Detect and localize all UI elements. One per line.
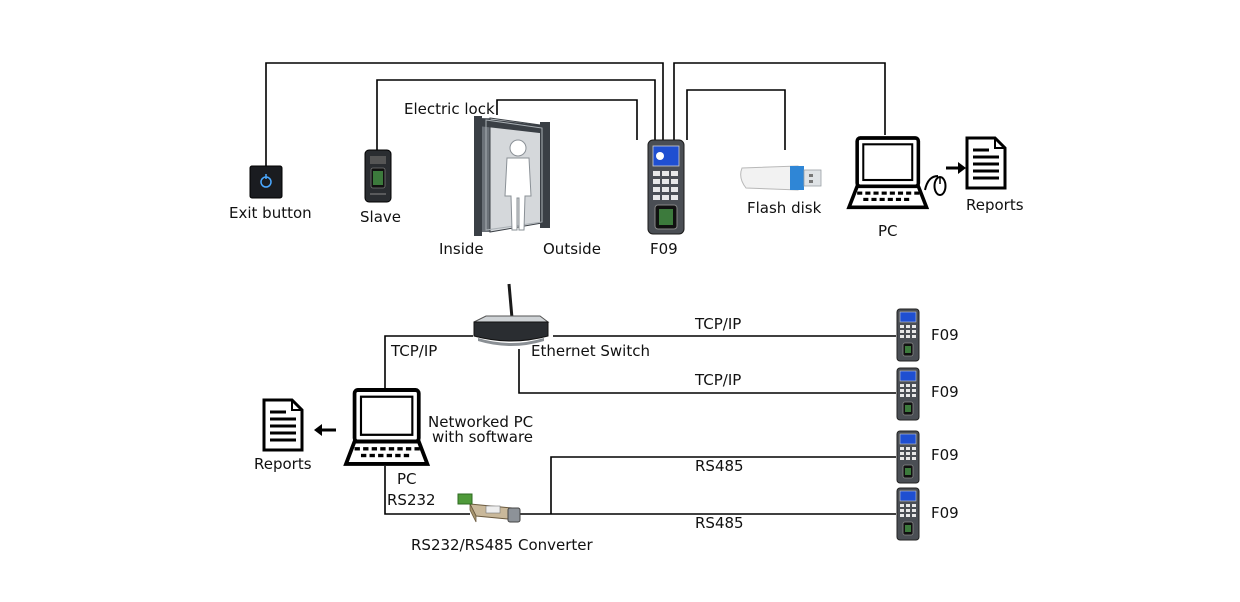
f09-label-4: F09 <box>931 504 959 522</box>
pc-icon <box>344 388 430 466</box>
rs232-label: RS232 <box>387 491 436 509</box>
router-icon <box>473 283 550 346</box>
tcpip-label-1: TCP/IP <box>694 315 741 333</box>
f09-label-1: F09 <box>931 326 959 344</box>
converter-label: RS232/RS485 Converter <box>411 536 594 554</box>
pc-icon <box>847 136 929 210</box>
bottom-wiring <box>384 335 896 515</box>
reports-top-label: Reports <box>966 196 1024 214</box>
f09-terminal-icon <box>896 430 920 484</box>
mouse-icon <box>924 175 947 196</box>
tcpip-label-2: TCP/IP <box>694 371 741 389</box>
arrow-icon <box>946 162 966 174</box>
f09-label-2: F09 <box>931 383 959 401</box>
f09-terminal-icon <box>896 487 920 541</box>
f09-label-3: F09 <box>931 446 959 464</box>
networked-pc-label-line2: with software <box>432 428 533 446</box>
pc-top-label: PC <box>878 222 898 240</box>
exit-button-label: Exit button <box>229 204 312 222</box>
rs485-label-1: RS485 <box>695 457 744 475</box>
inside-label: Inside <box>439 240 484 258</box>
outside-label: Outside <box>543 240 601 258</box>
report-icon <box>262 398 304 452</box>
reports-bottom-label: Reports <box>254 455 312 473</box>
networked-pc-label-line1: Networked PC <box>428 413 533 431</box>
tcpip-pc-label: TCP/IP <box>390 342 437 360</box>
person-icon <box>504 139 532 231</box>
f09-main-label: F09 <box>650 240 678 258</box>
f09-terminal-icon <box>647 139 685 235</box>
slave-reader-icon <box>364 149 392 203</box>
flash-disk-icon <box>740 165 822 191</box>
report-icon <box>965 136 1007 190</box>
arrow-icon <box>314 424 336 436</box>
f09-terminal-icon <box>896 367 920 421</box>
converter-icon <box>457 493 521 523</box>
pc-bottom-label: PC <box>397 470 417 488</box>
rs485-label-2: RS485 <box>695 514 744 532</box>
f09-terminal-icon <box>896 308 920 362</box>
exit-button-icon <box>249 165 283 199</box>
slave-label: Slave <box>360 208 401 226</box>
electric-lock-label: Electric lock <box>404 100 495 118</box>
flash-disk-label: Flash disk <box>747 199 822 217</box>
top-wiring <box>265 62 886 166</box>
ethernet-switch-label: Ethernet Switch <box>531 342 650 360</box>
